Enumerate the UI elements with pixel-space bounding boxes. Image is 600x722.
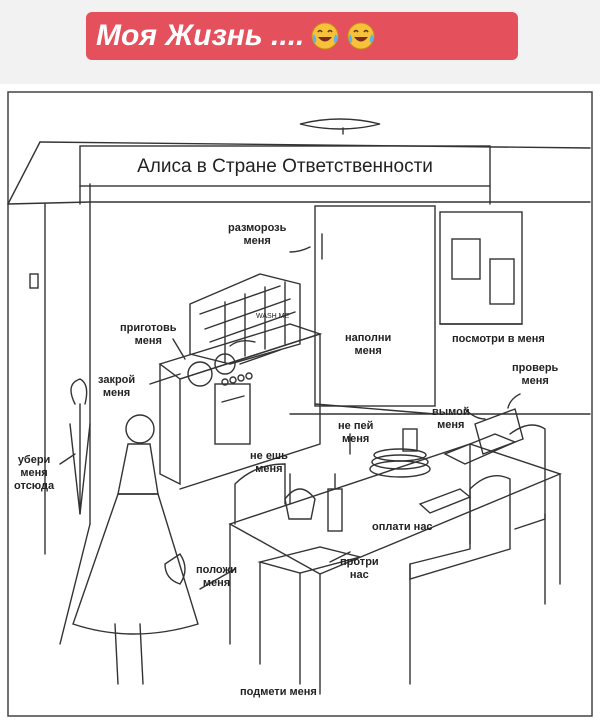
kitchen-drawing [7, 91, 593, 717]
label-line: меня [437, 419, 465, 431]
kitchen-counter [158, 323, 323, 380]
label-line: наполни [345, 332, 392, 344]
tile-backsplash [189, 273, 301, 365]
umbrella [70, 378, 88, 405]
label-dont-drink: не пей меня [338, 420, 373, 446]
laughing-tears-emoji-icon [311, 22, 339, 50]
ceiling-lamp [299, 118, 381, 130]
handbag [164, 553, 186, 585]
label-remove: убери меня отсюда [14, 454, 54, 493]
label-line: меня [243, 235, 271, 247]
kitchen-illustration: Алиса в Стране Ответственности разморозь… [0, 84, 600, 722]
fridge [314, 205, 436, 407]
label-line: меня [255, 463, 283, 475]
label-line: вымой [432, 406, 470, 418]
chair-front [257, 546, 363, 574]
label-line: меня [521, 375, 549, 387]
label-close: закрой меня [98, 374, 135, 400]
banner-title: Моя Жизнь .... [96, 19, 305, 52]
label-line: не ешь [250, 450, 288, 462]
title-banner: Моя Жизнь .... [86, 12, 518, 60]
chair-right [409, 475, 511, 580]
label-line: подмети меня [240, 686, 317, 698]
label-line: меня [20, 467, 48, 479]
label-line: разморозь [228, 222, 287, 234]
label-line: убери [17, 454, 51, 466]
bottle [327, 488, 343, 532]
oven [214, 383, 251, 445]
label-line: положи [196, 564, 238, 576]
label-line: посмотри в меня [452, 333, 545, 345]
fridge-note: WASH ME [256, 313, 290, 320]
laughing-tears-emoji-icon [347, 22, 375, 50]
sign-caption: Алиса в Стране Ответственности [137, 156, 433, 177]
woman-head [125, 414, 155, 444]
label-line: не пей [338, 420, 374, 432]
label-line: нас [349, 569, 369, 581]
label-line: протри [340, 556, 379, 568]
label-line: проверь [512, 362, 559, 374]
label-cook: приготовь меня [120, 322, 177, 348]
label-line: меня [134, 335, 162, 347]
label-line: закрой [98, 374, 136, 386]
label-wash: вымой меня [432, 406, 470, 432]
label-check: проверь меня [512, 362, 558, 388]
label-sweep: подмети меня [240, 686, 317, 699]
label-dont-eat: не ешь меня [250, 450, 288, 476]
label-put: положи меня [196, 564, 237, 590]
label-fill: наполни меня [345, 332, 391, 358]
label-line: оплати нас [372, 521, 433, 533]
label-line: меня [102, 387, 131, 399]
woman-skirt [72, 493, 199, 635]
label-defrost: разморозь меня [228, 222, 286, 248]
label-line: меня [342, 433, 370, 445]
label-look: посмотри в меня [452, 333, 545, 346]
sign-board [79, 145, 491, 187]
label-line: меня [202, 577, 231, 589]
label-wipe: протри нас [340, 556, 379, 582]
woman-dress-top [117, 443, 159, 495]
label-line: приготовь [120, 322, 177, 334]
papers [418, 488, 472, 514]
label-line: отсюда [14, 480, 55, 492]
label-line: меня [354, 345, 382, 357]
label-pay: оплати нас [372, 521, 433, 534]
